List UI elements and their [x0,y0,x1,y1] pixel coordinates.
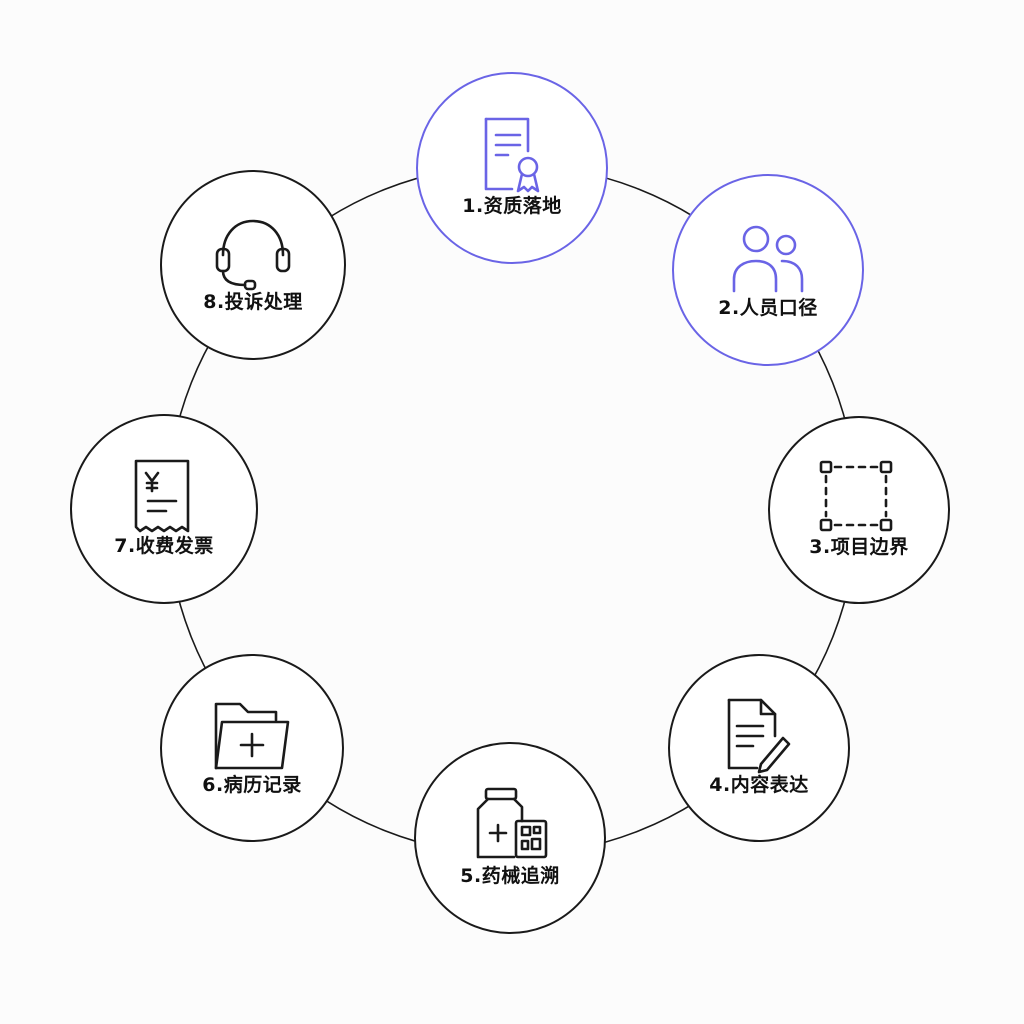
medicine-qr-icon [468,785,552,869]
node-staff: 2.人员口径 [672,174,864,366]
headset-icon [211,213,295,297]
node-label: 6.病历记录 [202,774,302,797]
node-label: 2.人员口径 [718,296,818,319]
node-medical-records: 6.病历记录 [160,654,344,842]
node-complaint-handling: 8.投诉处理 [160,170,346,360]
node-label: 5.药械追溯 [460,864,560,887]
medical-folder-icon [210,696,294,780]
node-billing-invoice: 7.收费发票 [70,414,258,604]
node-label: 7.收费发票 [114,535,214,558]
node-label: 4.内容表达 [709,774,809,797]
node-qualification: 1.资质落地 [416,72,608,264]
certificate-icon [470,115,554,199]
node-label: 3.项目边界 [809,536,909,559]
boundary-box-icon [817,458,901,542]
node-content-expression: 4.内容表达 [668,654,850,842]
people-icon [726,217,810,301]
node-drug-tracing: 5.药械追溯 [414,742,606,934]
node-label: 1.资质落地 [462,194,562,217]
node-project-boundary: 3.项目边界 [768,416,950,604]
node-label: 8.投诉处理 [203,291,303,314]
document-edit-icon [717,696,801,780]
receipt-icon [122,457,206,541]
